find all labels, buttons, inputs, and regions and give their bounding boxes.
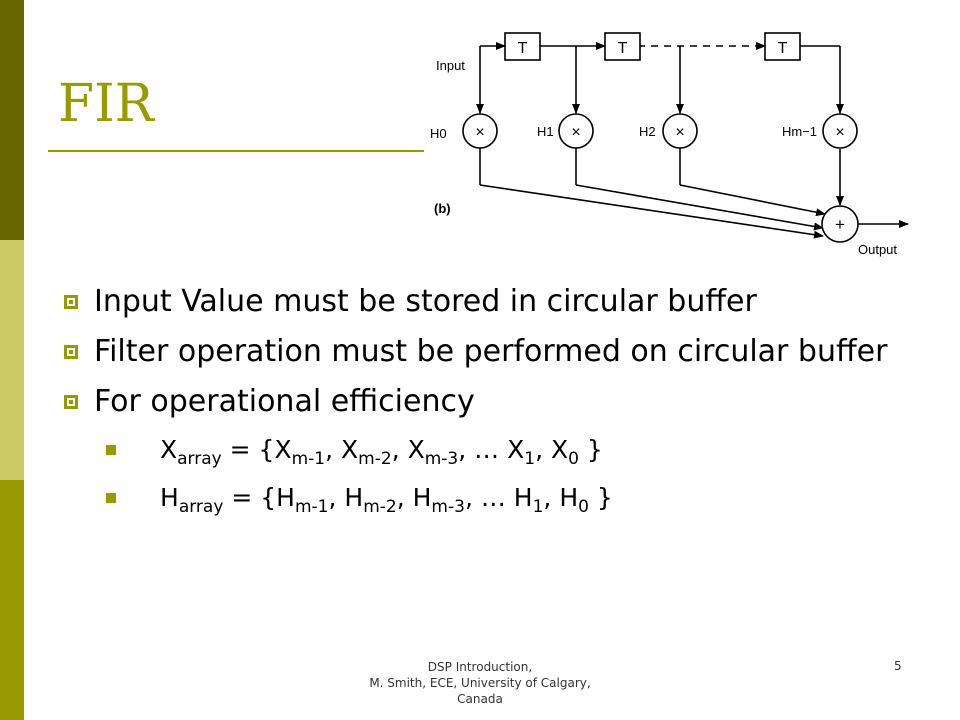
square-bullet-icon	[64, 295, 78, 309]
delay-block: T	[504, 32, 541, 61]
tap-label-h2: H2	[639, 124, 656, 139]
title-underline	[48, 150, 424, 152]
svg-text:+: +	[835, 215, 845, 234]
square-bullet-icon	[64, 395, 78, 409]
output-label: Output	[858, 242, 897, 257]
svg-text:×: ×	[475, 124, 484, 141]
multiplier-node: ×	[462, 113, 498, 149]
multiplier-node: ×	[558, 113, 594, 149]
summing-node: +	[821, 205, 859, 243]
bullet-text: Input Value must be stored in circular b…	[94, 284, 757, 319]
bullet-item: For operational efficiency	[64, 383, 924, 421]
svg-text:×: ×	[675, 124, 684, 141]
delay-block: T	[764, 32, 801, 61]
square-bullet-icon	[106, 493, 116, 503]
tap-label-h1: H1	[537, 124, 554, 139]
fir-filter-diagram: T T T × × × × + Input H0 H1 H2 Hm−1 (b) …	[430, 32, 909, 257]
delay-block: T	[604, 32, 641, 61]
bullet-text: Filter operation must be performed on ci…	[94, 334, 888, 369]
bullet-item: Filter operation must be performed on ci…	[64, 333, 924, 371]
multiplier-node: ×	[662, 113, 698, 149]
sub-bullet-h-array: Harray = {Hm-1, Hm-2, Hm-3, … H1, H0 }	[64, 481, 924, 516]
bullet-text: For operational efficiency	[94, 384, 475, 419]
slide-footer: DSP Introduction, M. Smith, ECE, Univers…	[369, 660, 591, 706]
svg-text:T: T	[778, 40, 788, 57]
page-number: 5	[894, 659, 902, 673]
square-bullet-icon	[64, 345, 78, 359]
svg-text:×: ×	[835, 124, 844, 141]
tap-label-h0: H0	[430, 126, 447, 141]
accent-bar-top	[0, 0, 24, 240]
slide-title: FIR	[58, 74, 154, 134]
tap-label-hm1: Hm−1	[782, 124, 817, 139]
multiplier-node: ×	[822, 113, 858, 149]
svg-text:T: T	[618, 40, 628, 57]
accent-bar-middle	[0, 240, 24, 480]
sub-bullet-x-array: Xarray = {Xm-1, Xm-2, Xm-3, … X1, X0 }	[64, 433, 924, 468]
accent-bar-bottom	[0, 480, 24, 720]
svg-text:T: T	[518, 40, 528, 57]
input-label: Input	[436, 58, 465, 73]
part-label: (b)	[434, 201, 451, 216]
svg-text:×: ×	[571, 124, 580, 141]
square-bullet-icon	[106, 445, 116, 455]
bullet-item: Input Value must be stored in circular b…	[64, 283, 924, 321]
bullet-list: Input Value must be stored in circular b…	[64, 283, 924, 529]
